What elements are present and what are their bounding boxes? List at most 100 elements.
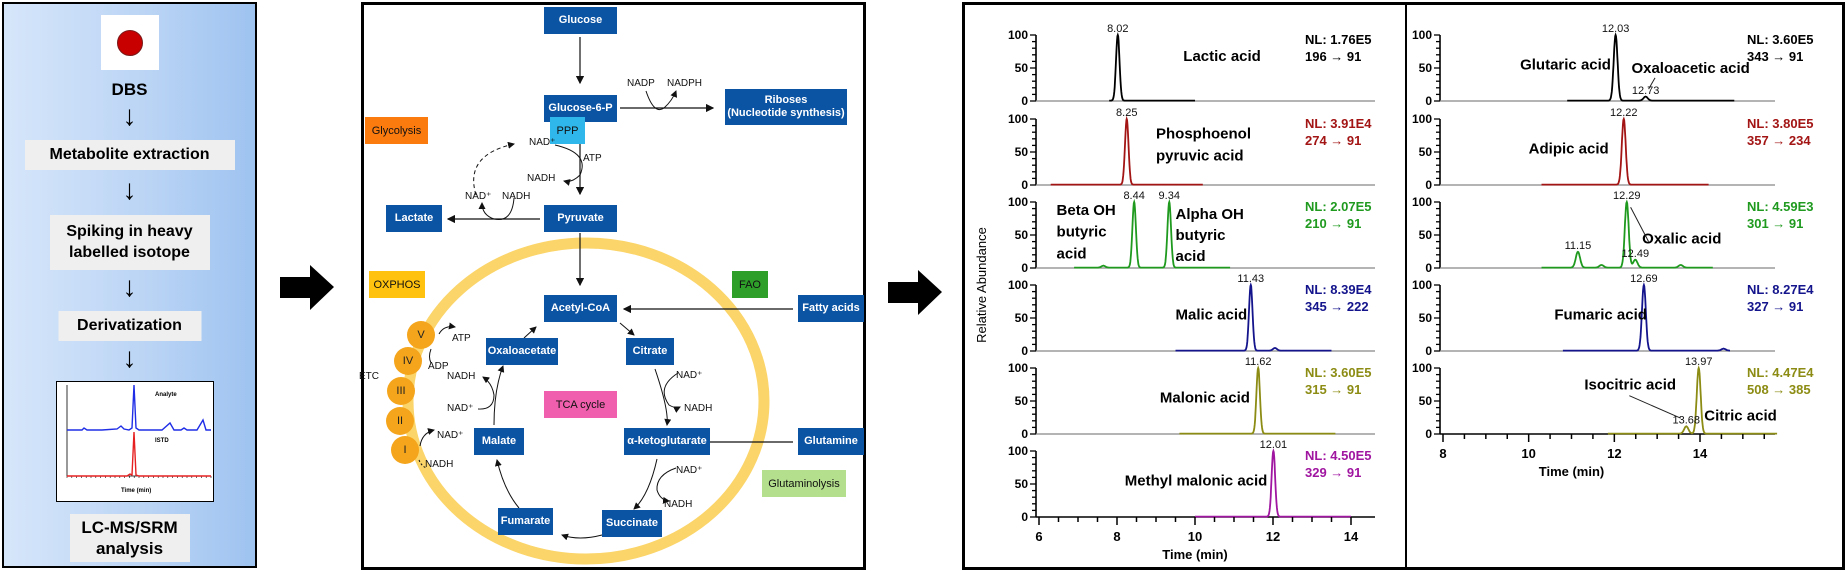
- compound-label: Phosphoenol: [1156, 126, 1251, 143]
- srm-transition: 357 → 234: [1747, 133, 1811, 148]
- compound-label: acid: [1057, 245, 1087, 262]
- y-tick-label: 50: [1419, 145, 1433, 159]
- nl-value: NL: 3.60E5: [1305, 365, 1371, 380]
- down-arrow-icon: ↓: [122, 342, 137, 373]
- y-tick-label: 0: [1425, 344, 1432, 358]
- y-axis-label: Relative Abundance: [974, 227, 989, 343]
- tag-ppp: PPP: [550, 117, 585, 144]
- x-tick-label: 10: [1188, 529, 1202, 544]
- analyte-label: Analyte: [155, 392, 177, 398]
- srm-transition: 274 → 91: [1305, 133, 1361, 148]
- y-tick-label: 0: [1021, 510, 1028, 524]
- step-derivatization: Derivatization: [58, 311, 201, 341]
- x-axis-label: Time (min): [1162, 547, 1228, 562]
- peak-rt-label: 12.69: [1630, 273, 1658, 285]
- chromatogram-trace: [1109, 32, 1195, 102]
- nl-value: NL: 8.39E4: [1305, 282, 1372, 297]
- y-tick-label: 50: [1419, 311, 1433, 325]
- y-tick-label: 100: [1008, 195, 1028, 209]
- compound-label: Alpha OH: [1176, 206, 1244, 223]
- node-pyruvate: Pyruvate: [544, 205, 617, 232]
- analyte-trace: [67, 384, 211, 431]
- y-tick-label: 50: [1015, 61, 1029, 75]
- metabolic-pathway-panel: Glucose Glucose-6-P Riboses (Nucleotide …: [359, 2, 866, 570]
- peak-rt-label: 12.29: [1613, 190, 1641, 202]
- right-arrow-icon: [888, 270, 942, 315]
- label-nadph: NADPH: [667, 78, 703, 89]
- nl-value: NL: 3.80E5: [1747, 116, 1813, 131]
- chromatogram-trace: [1562, 282, 1730, 352]
- x-tick-label: 12: [1266, 529, 1280, 544]
- label-nad-plus: NAD⁺: [465, 191, 492, 202]
- nl-value: NL: 4.59E3: [1747, 199, 1813, 214]
- y-tick-label: 50: [1015, 228, 1029, 242]
- workflow-panel: DBS ↓ Metabolite extraction ↓ Spiking in…: [2, 2, 257, 568]
- srm-transition: 210 → 91: [1305, 216, 1361, 231]
- mini-x-label: Time (min): [121, 488, 151, 494]
- y-tick-label: 0: [1425, 261, 1432, 275]
- node-malate: Malate: [474, 428, 524, 455]
- y-tick-label: 50: [1015, 145, 1029, 159]
- y-tick-label: 100: [1412, 112, 1432, 126]
- peak-rt-label: 12.49: [1622, 248, 1650, 260]
- chromatogram-trace: [1541, 116, 1709, 186]
- compound-label: acid: [1176, 248, 1206, 265]
- peak-rt-label: 12.22: [1610, 107, 1638, 119]
- compound-label: butyric: [1057, 224, 1107, 241]
- x-tick-label: 14: [1344, 529, 1359, 544]
- y-tick-label: 0: [1425, 94, 1432, 108]
- y-tick-label: 0: [1021, 427, 1028, 441]
- chromatogram-trace: [1195, 448, 1351, 518]
- annotation-arrow: [1629, 395, 1681, 419]
- chromatogram-trace: [1179, 365, 1336, 435]
- step-metabolite-extraction: Metabolite extraction: [24, 140, 235, 170]
- nl-value: NL: 4.50E5: [1305, 448, 1371, 463]
- x-tick-label: 8: [1113, 529, 1120, 544]
- label-nad-plus: NAD⁺: [447, 403, 474, 414]
- chromatogram-trace: [1541, 199, 1713, 269]
- tag-tca-cycle: TCA cycle: [544, 391, 617, 418]
- step-spiking-line-2: labelled isotope: [69, 244, 190, 261]
- srm-transition: 327 → 91: [1747, 299, 1803, 314]
- node-oxaloacetate: Oxaloacetate: [486, 338, 558, 365]
- nl-value: NL: 1.76E5: [1305, 32, 1371, 47]
- node-riboses-line-2: (Nucleotide synthesis): [727, 107, 845, 119]
- node-acetyl-coa: Acetyl-CoA: [544, 295, 617, 322]
- nl-value: NL: 4.47E4: [1747, 365, 1814, 380]
- compound-label: Adipic acid: [1529, 141, 1609, 158]
- y-tick-label: 100: [1008, 112, 1028, 126]
- srm-transition: 345 → 222: [1305, 299, 1369, 314]
- chromatogram-trace: [1074, 198, 1231, 269]
- compound-label: Oxalic acid: [1642, 230, 1721, 247]
- label-nadh: NADH: [664, 499, 693, 510]
- node-glucose: Glucose: [544, 7, 617, 34]
- y-tick-label: 50: [1015, 394, 1029, 408]
- peak-rt-label: 12.03: [1602, 23, 1630, 35]
- peak-rt-label: 8.44: [1123, 190, 1144, 202]
- peak-rt-label: 8.02: [1107, 23, 1128, 35]
- example-chromatogram: Analyte ISTD Time (min): [56, 381, 214, 502]
- peak-rt-label: 13.97: [1685, 356, 1713, 368]
- etc-complex-v: V: [407, 321, 435, 349]
- x-tick-label: 14: [1693, 446, 1708, 461]
- step-spiking-isotope: Spiking in heavy labelled isotope: [49, 215, 210, 270]
- chromatogram-trace: [1567, 32, 1735, 102]
- label-nad-plus: NAD⁺: [529, 137, 556, 148]
- compound-label: Beta OH: [1057, 202, 1116, 219]
- label-nadh: NADH: [527, 173, 556, 184]
- label-nadp: NADP: [627, 78, 655, 89]
- tag-fao: FAO: [732, 271, 768, 298]
- y-tick-label: 100: [1412, 278, 1432, 292]
- etc-complex-iii: III: [387, 377, 415, 405]
- label-nad-plus: NAD⁺: [437, 430, 464, 441]
- nl-value: NL: 8.27E4: [1747, 282, 1814, 297]
- y-tick-label: 50: [1419, 61, 1433, 75]
- label-etc: ETC: [359, 371, 379, 382]
- x-tick-label: 8: [1439, 446, 1446, 461]
